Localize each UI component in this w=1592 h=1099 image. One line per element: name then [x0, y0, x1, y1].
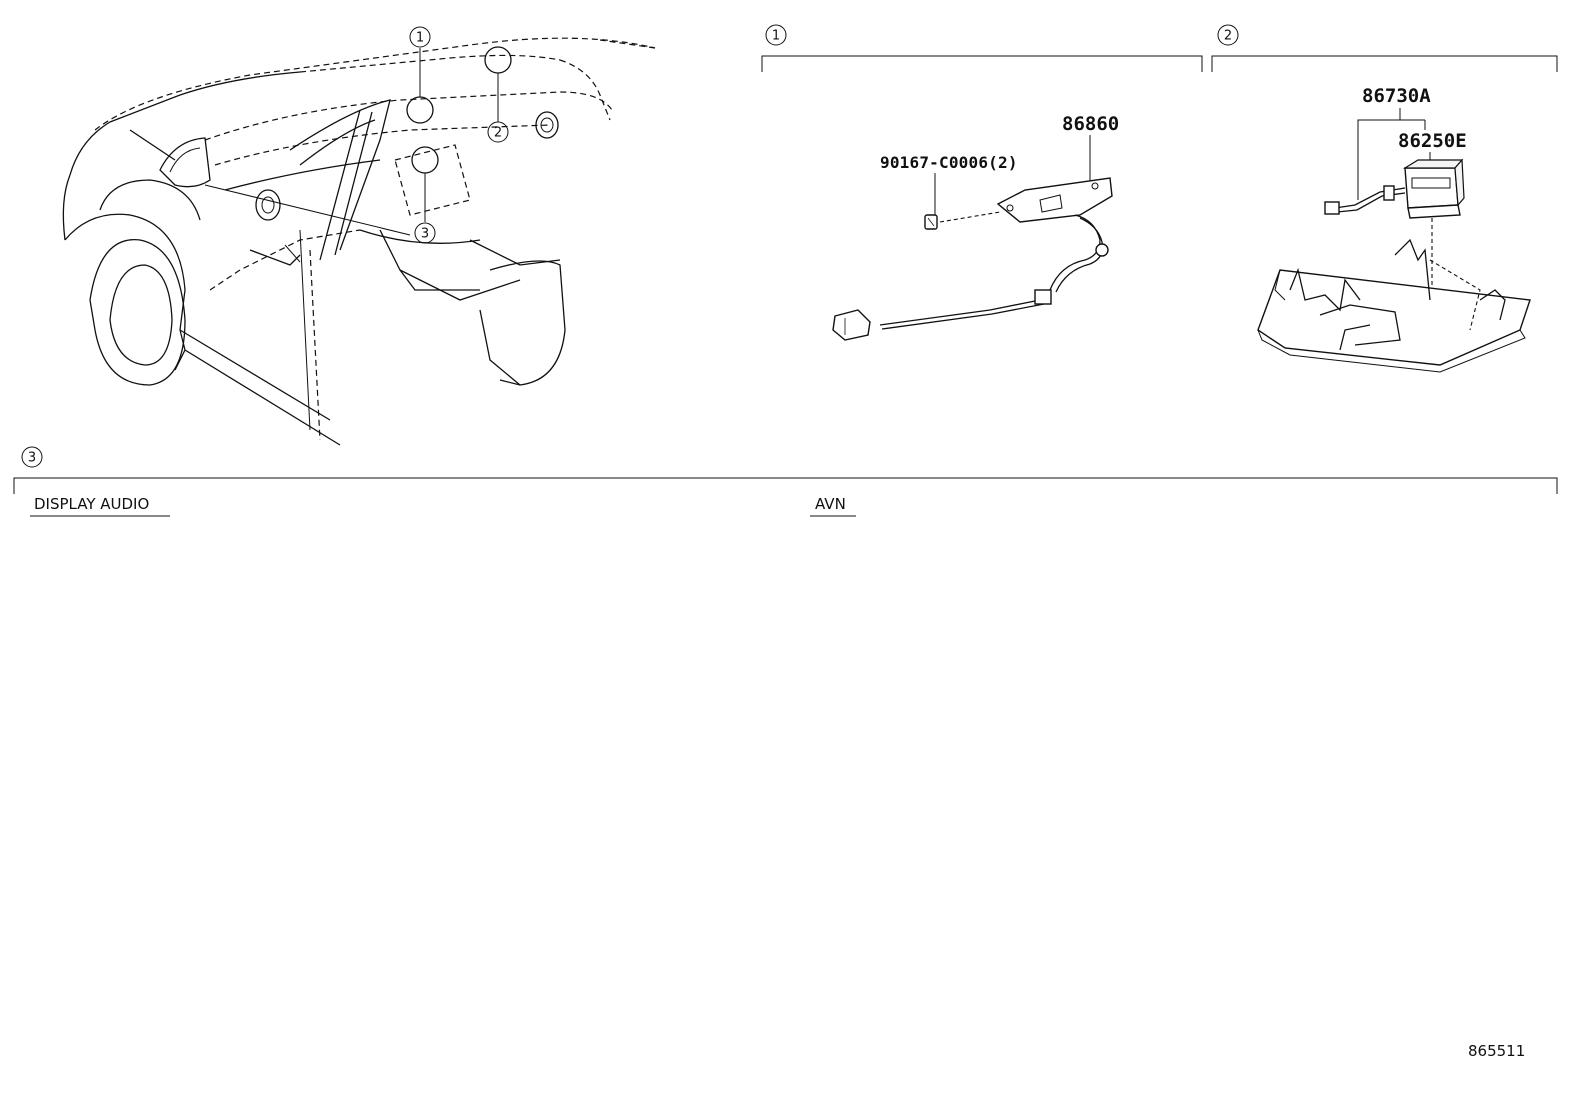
bolt-90167-label: 90167-C0006(2)	[880, 153, 1018, 172]
callout-1-number: 1	[416, 31, 424, 46]
section-1-circle	[765, 24, 787, 46]
section-2: 2 86730A 86250E	[1211, 24, 1558, 373]
section-3: 3 DISPLAY AUDIO AVN	[13, 446, 1558, 517]
figure-id: 865511	[1468, 1042, 1525, 1060]
section-1-bracket	[761, 55, 1203, 72]
avn-title: AVN	[815, 495, 846, 513]
dashboard-illustration	[62, 37, 656, 446]
part-86250E-label: 86250E	[1398, 130, 1467, 152]
overhead-module-part	[1324, 158, 1465, 330]
callout-2-marker: 2	[487, 121, 509, 143]
callout-3-marker: 3	[414, 222, 436, 244]
section-3-circle	[21, 446, 43, 468]
section-3-bracket	[13, 477, 1558, 494]
callout-3-number: 3	[421, 227, 429, 242]
callout-2-number: 2	[494, 126, 502, 141]
part-86730A-label: 86730A	[1362, 85, 1431, 107]
overhead-console-housing	[1257, 238, 1531, 373]
section-2-circle	[1217, 24, 1239, 46]
section-2-number: 2	[1224, 29, 1232, 44]
section-3-number: 3	[28, 451, 36, 466]
screw-icon	[924, 211, 1001, 230]
microphone-bracket-part	[832, 177, 1113, 341]
section-1: 1 86860 90167-C0006(2)	[761, 24, 1203, 341]
section-1-number: 1	[772, 29, 780, 44]
part-86860-label: 86860	[1062, 113, 1119, 135]
callout-1-marker: 1	[409, 26, 431, 48]
display-audio-title: DISPLAY AUDIO	[34, 495, 149, 513]
section-2-bracket	[1211, 55, 1558, 72]
